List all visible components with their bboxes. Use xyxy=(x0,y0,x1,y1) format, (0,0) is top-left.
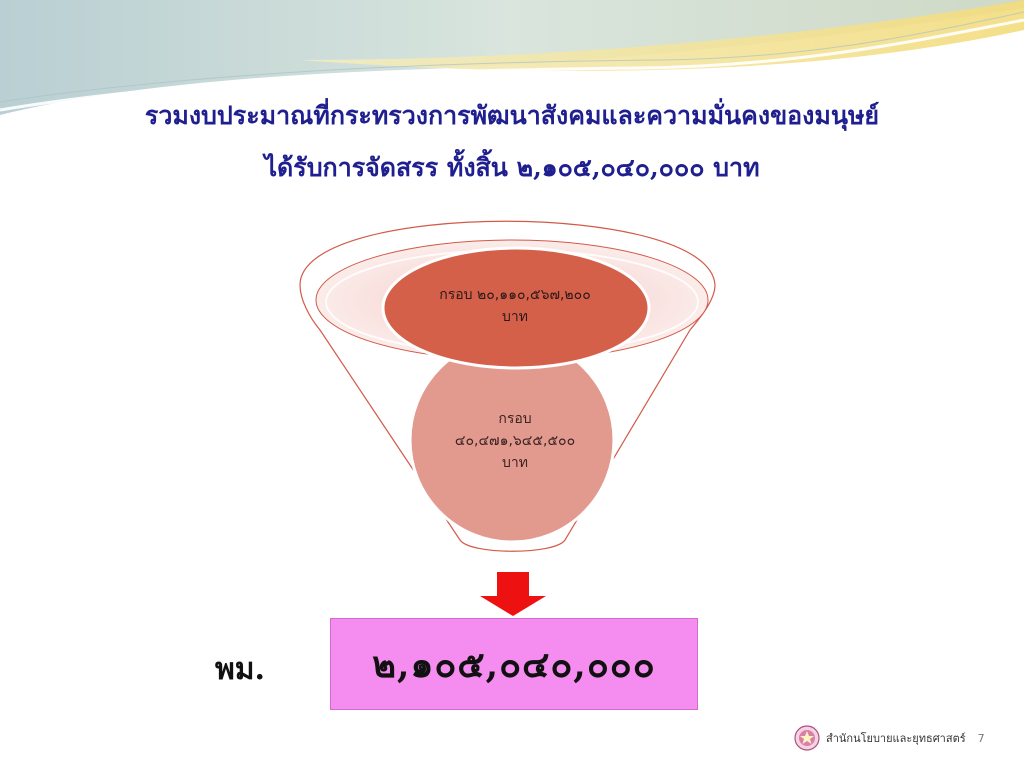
footer-org-name: สำนักนโยบายและยุทธศาสตร์ xyxy=(826,732,966,745)
bottom-circle-amount: ๔๐,๔๗๑,๖๔๕,๕๐๐ xyxy=(454,433,576,449)
top-circle xyxy=(381,246,651,370)
total-value: ๒,๑๐๕,๐๔๐,๐๐๐ xyxy=(372,643,656,686)
top-circle-unit: บาท xyxy=(502,309,528,325)
bottom-circle-label: กรอบ ๔๐,๔๗๑,๖๔๕,๕๐๐ บาท xyxy=(430,408,600,474)
org-label: พม. xyxy=(215,652,265,687)
title-line-1: รวมงบประมาณที่กระทรวงการพัฒนาสังคมและควา… xyxy=(144,101,880,130)
top-circle-amount: กรอบ ๒๐,๑๑๐,๕๖๗,๒๐๐ xyxy=(439,287,591,303)
top-circle-label: กรอบ ๒๐,๑๑๐,๕๖๗,๒๐๐ บาท xyxy=(420,284,610,328)
footer: สำนักนโยบายและยุทธศาสตร์ 7 xyxy=(794,724,985,752)
title-line-2: ได้รับการจัดสรร ทั้งสิ้น ๒,๑๐๕,๐๔๐,๐๐๐ บ… xyxy=(264,153,760,182)
bottom-circle-unit: บาท xyxy=(502,455,528,471)
page-number: 7 xyxy=(977,731,985,745)
ministry-seal-icon xyxy=(794,725,820,751)
bottom-circle-prefix: กรอบ xyxy=(498,411,532,427)
down-arrow-icon xyxy=(480,572,546,616)
total-box: ๒,๑๐๕,๐๔๐,๐๐๐ xyxy=(330,618,698,710)
